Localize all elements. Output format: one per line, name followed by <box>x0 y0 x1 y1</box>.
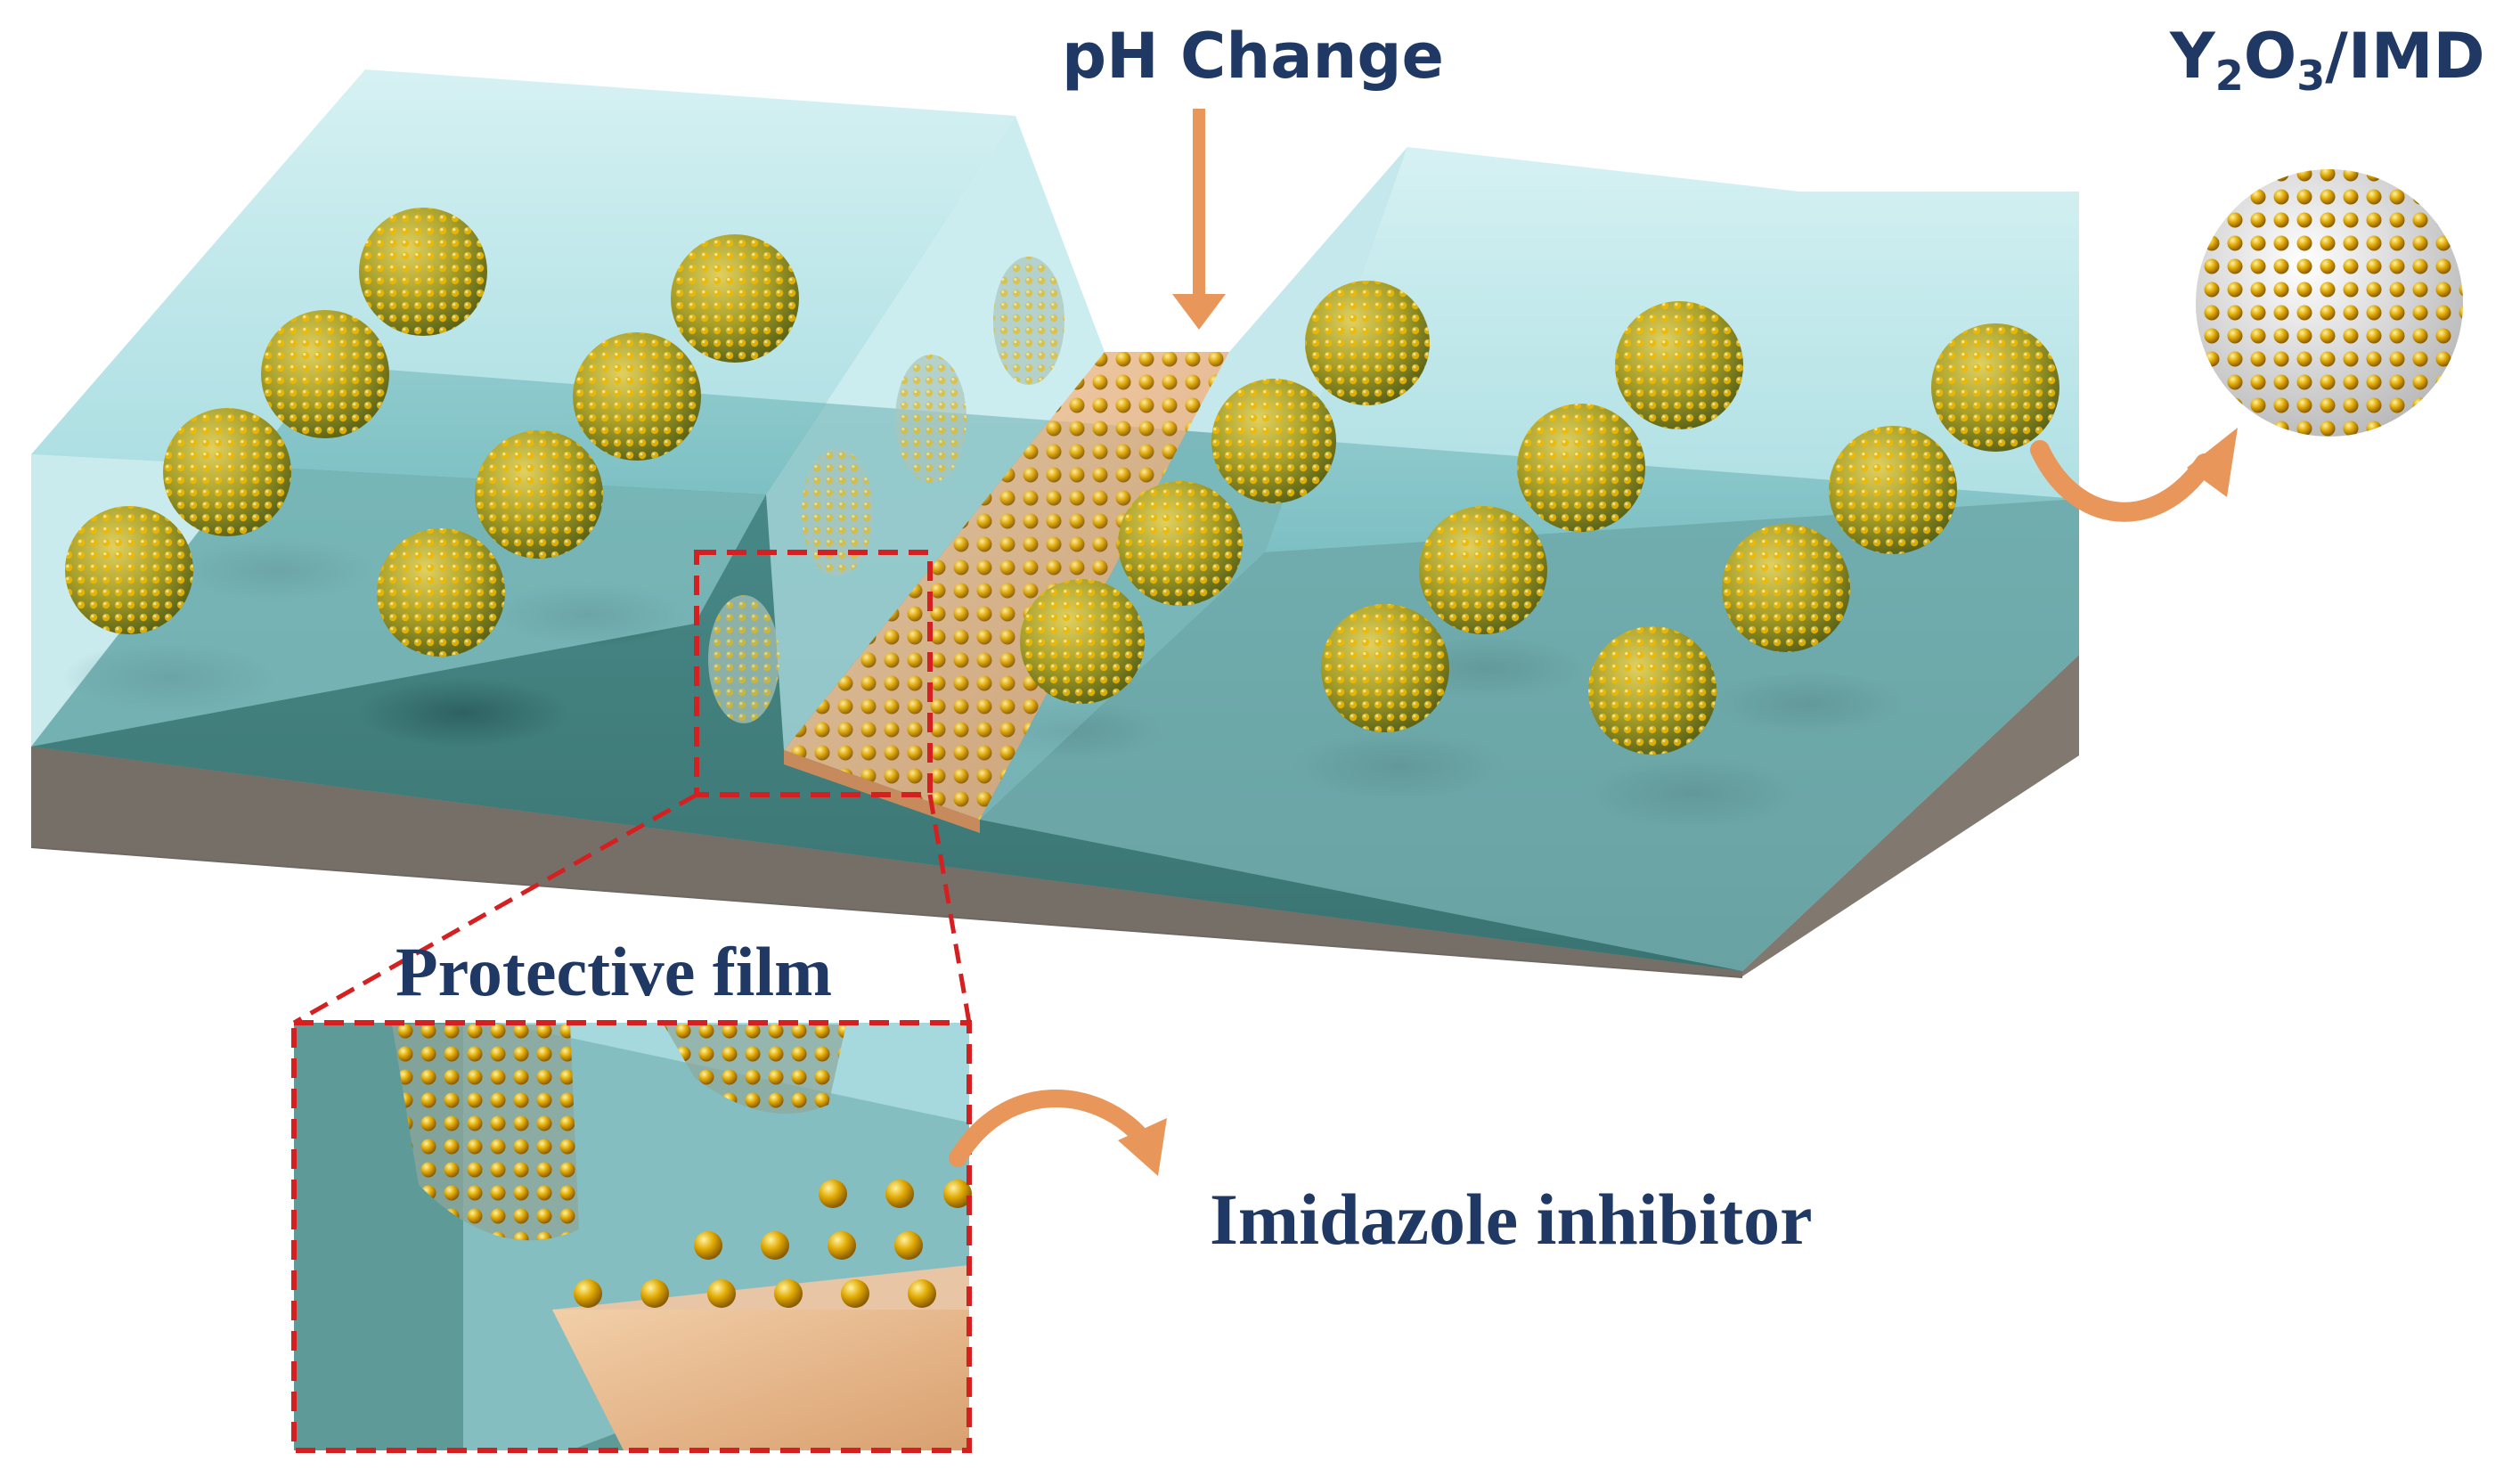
y2o3-label-mid: O <box>2243 20 2297 93</box>
particle <box>359 208 487 336</box>
particle <box>65 506 193 634</box>
protective-film-label: Protective film <box>396 933 833 1010</box>
particle <box>261 310 389 438</box>
particle <box>1211 379 1336 503</box>
curved-arrow-to-particle <box>2030 440 2214 522</box>
inset-inhibitor-dots <box>574 1180 972 1308</box>
y2o3-label-prefix: Y <box>2170 20 2215 93</box>
curved-arrow-head <box>2187 428 2238 497</box>
nanoparticles <box>65 208 2059 755</box>
particle <box>1722 524 1850 652</box>
ph-change-arrow <box>1172 109 1226 330</box>
particle <box>573 332 701 461</box>
substrate-right-face <box>1742 655 2079 976</box>
particle <box>1118 481 1243 606</box>
y2o3-label-suffix: /IMD <box>2325 20 2485 93</box>
particle <box>1419 506 1547 634</box>
y2o3-label-sub2: 3 <box>2296 52 2326 100</box>
curved-arrow-to-inhibitor <box>949 1089 1149 1167</box>
curved-arrow-inhibitor-head <box>1118 1118 1167 1176</box>
ph-change-label: pH Change <box>1062 20 1444 93</box>
zoom-line-right <box>927 794 972 1024</box>
particle-cut <box>802 448 873 576</box>
particle-cut <box>895 355 966 483</box>
zoom-inset <box>291 1020 972 1453</box>
particle <box>1829 426 1957 554</box>
particle-cut <box>708 595 779 723</box>
substrate-bottom-front <box>31 747 1742 976</box>
particle <box>1020 579 1145 704</box>
imidazole-inhibitor-label: Imidazole inhibitor <box>1210 1179 1813 1260</box>
zoom-selection-box <box>694 550 933 797</box>
particle <box>1615 301 1743 429</box>
particle <box>1305 281 1430 405</box>
particle-cut <box>993 257 1064 385</box>
particle <box>671 234 799 363</box>
particle <box>163 408 291 536</box>
y2o3-imd-label: Y2O3/IMD <box>2170 25 2485 96</box>
y2o3-label-sub1: 2 <box>2214 52 2244 100</box>
particle <box>1588 626 1717 755</box>
particle <box>1517 404 1645 532</box>
particle <box>475 430 603 559</box>
particle <box>1321 604 1449 732</box>
particle <box>1931 323 2059 452</box>
y2o3-imd-particle-large <box>2196 169 2463 437</box>
inset-particle-cluster <box>392 1025 846 1241</box>
particle <box>377 528 505 657</box>
zoom-line-left <box>292 792 698 1025</box>
